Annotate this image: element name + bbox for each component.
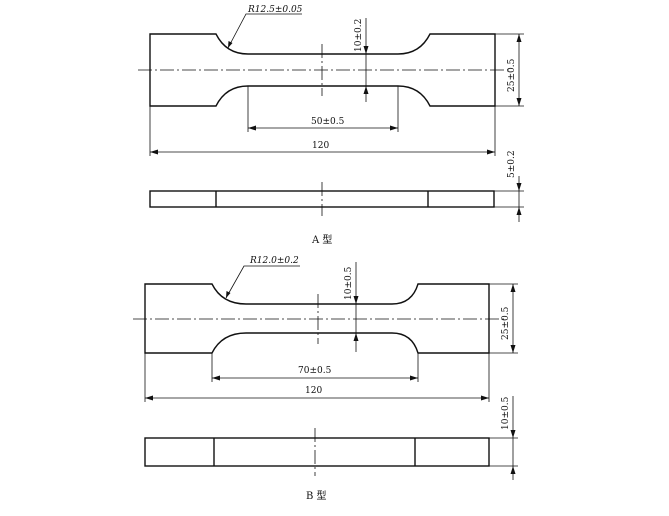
type-b-side-view (144, 437, 490, 467)
type-b-caption: B 型 (306, 489, 327, 502)
type-b-radius-leader (225, 265, 300, 299)
type-a-radius-leader (227, 13, 302, 49)
type-a-gauge-length-label: 50±0.5 (311, 117, 345, 127)
type-b-end-width-label: 25±0.5 (501, 306, 511, 340)
type-a-total-length-label: 120 (312, 141, 329, 151)
type-a-caption: A 型 (311, 233, 332, 246)
type-b-gauge-width-label: 10±0.5 (344, 266, 354, 300)
type-b-drawing: R12.0±0.2 10±0.5 70±0.5 120 25±0.5 (133, 256, 518, 502)
type-a-drawing: R12.5±0.05 10±0.2 50±0.5 120 25±0.5 (138, 5, 524, 246)
type-b-thickness-label: 10±0.5 (501, 396, 511, 430)
type-b-plan-outline (144, 283, 490, 354)
type-b-radius-label: R12.0±0.2 (249, 256, 299, 266)
type-a-gauge-width-label: 10±0.2 (354, 19, 364, 52)
type-a-radius-label: R12.5±0.05 (247, 5, 303, 15)
type-a-thickness-label: 5±0.2 (507, 150, 517, 178)
type-b-gauge-length-label: 70±0.5 (298, 366, 332, 376)
type-b-total-length-label: 120 (305, 386, 322, 396)
type-a-end-width-label: 25±0.5 (507, 58, 517, 92)
